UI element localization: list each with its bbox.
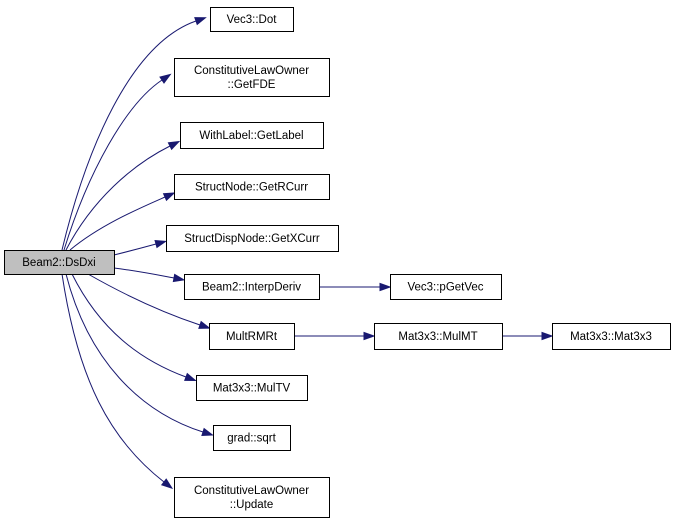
edge-beam2-dsdxi-to-multrmrt (87, 273, 211, 329)
edge-beam2-dsdxi-to-beam2-interpderiv (113, 267, 186, 283)
node-vec3-dot[interactable]: Vec3::Dot (210, 7, 294, 32)
edge-line (69, 196, 166, 251)
edge-multrmrt-to-mat3x3-mulmt (294, 331, 376, 341)
edge-beam2-dsdxi-to-structdispnode-getxcurr (113, 239, 168, 256)
arrowhead (159, 73, 172, 84)
edge-beam2-dsdxi-to-mat3x3-multv (71, 273, 197, 381)
edge-beam2-dsdxi-to-constitutivelawowner-getfde (63, 73, 172, 251)
node-label: Beam2::DsDxi (22, 257, 96, 269)
node-label: ConstitutiveLawOwner (194, 65, 309, 77)
node-label: Vec3::Dot (227, 14, 278, 26)
node-label: StructNode::GetRCurr (195, 182, 308, 194)
node-box[interactable] (174, 477, 330, 518)
node-constitutivelawowner-getfde[interactable]: ConstitutiveLawOwner::GetFDE (174, 58, 330, 97)
node-box[interactable] (209, 323, 295, 350)
node-constitutivelawowner-update[interactable]: ConstitutiveLawOwner::Update (174, 477, 330, 518)
node-box[interactable] (4, 250, 115, 275)
arrowhead (160, 478, 174, 490)
edge-line (61, 20, 197, 251)
node-structnode-getrcurr[interactable]: StructNode::GetRCurr (174, 174, 330, 200)
edges-layer (61, 17, 554, 490)
node-label: Mat3x3::MulTV (213, 383, 291, 395)
node-mat3x3-multv[interactable]: Mat3x3::MulTV (196, 375, 308, 401)
edge-line (87, 273, 201, 326)
arrowhead (167, 140, 181, 151)
edge-beam2-dsdxi-to-structnode-getrcurr (69, 192, 176, 251)
arrowhead (363, 331, 376, 341)
node-multrmrt[interactable]: MultRMRt (209, 323, 295, 350)
edge-line (71, 273, 187, 378)
arrowhead (154, 239, 168, 249)
node-label: Mat3x3::MulMT (398, 331, 477, 343)
edge-line (61, 273, 165, 483)
node-box[interactable] (390, 274, 502, 300)
edge-line (113, 243, 157, 256)
node-label: ConstitutiveLawOwner (194, 485, 309, 497)
node-box[interactable] (210, 7, 294, 32)
node-label: ::GetFDE (228, 79, 276, 91)
node-grad-sqrt[interactable]: grad::sqrt (213, 425, 291, 451)
edge-beam2-dsdxi-to-withlabel-getlabel (65, 140, 181, 251)
node-box[interactable] (213, 425, 291, 451)
edge-line (63, 79, 163, 251)
node-label: Mat3x3::Mat3x3 (570, 331, 652, 343)
node-label: grad::sqrt (227, 433, 276, 445)
node-box[interactable] (174, 58, 330, 97)
node-box[interactable] (174, 174, 330, 200)
edge-beam2-dsdxi-to-vec3-dot (61, 17, 207, 251)
node-box[interactable] (196, 375, 308, 401)
node-box[interactable] (374, 323, 503, 350)
arrowhead (184, 372, 197, 381)
node-mat3x3-mulmt[interactable]: Mat3x3::MulMT (374, 323, 503, 350)
node-label: WithLabel::GetLabel (199, 130, 303, 142)
arrowhead (172, 273, 186, 283)
arrowhead (379, 282, 392, 292)
node-vec3-pgetvec[interactable]: Vec3::pGetVec (390, 274, 502, 300)
node-beam2-interpderiv[interactable]: Beam2::InterpDeriv (184, 274, 320, 300)
edge-beam2-dsdxi-to-grad-sqrt (65, 273, 214, 436)
node-withlabel-getlabel[interactable]: WithLabel::GetLabel (180, 122, 324, 149)
arrowhead (198, 320, 211, 329)
node-structdispnode-getxcurr[interactable]: StructDispNode::GetXCurr (166, 225, 339, 252)
node-label: ::Update (230, 499, 273, 511)
node-label: StructDispNode::GetXCurr (184, 233, 320, 245)
nodes-layer: Beam2::DsDxi Vec3::DotConstitutiveLawOwne… (4, 7, 671, 518)
node-label: Vec3::pGetVec (407, 282, 483, 294)
edge-line (65, 145, 171, 251)
node-box[interactable] (166, 225, 339, 252)
node-box[interactable] (552, 323, 671, 350)
node-mat3x3-mat3x3[interactable]: Mat3x3::Mat3x3 (552, 323, 671, 350)
node-label: Beam2::InterpDeriv (202, 282, 301, 294)
arrowhead (201, 427, 214, 436)
arrowhead (162, 192, 176, 202)
node-box[interactable] (180, 122, 324, 149)
edge-line (65, 273, 204, 433)
edge-mat3x3-mulmt-to-mat3x3-mat3x3 (502, 331, 554, 341)
node-beam2-dsdxi[interactable]: Beam2::DsDxi (4, 250, 115, 275)
arrowhead (541, 331, 554, 341)
node-label: MultRMRt (226, 331, 278, 343)
node-box[interactable] (184, 274, 320, 300)
arrowhead (194, 17, 207, 26)
edge-beam2-dsdxi-to-constitutivelawowner-update (61, 273, 174, 490)
edge-line (113, 267, 175, 279)
edge-beam2-interpderiv-to-vec3-pgetvec (319, 282, 392, 292)
